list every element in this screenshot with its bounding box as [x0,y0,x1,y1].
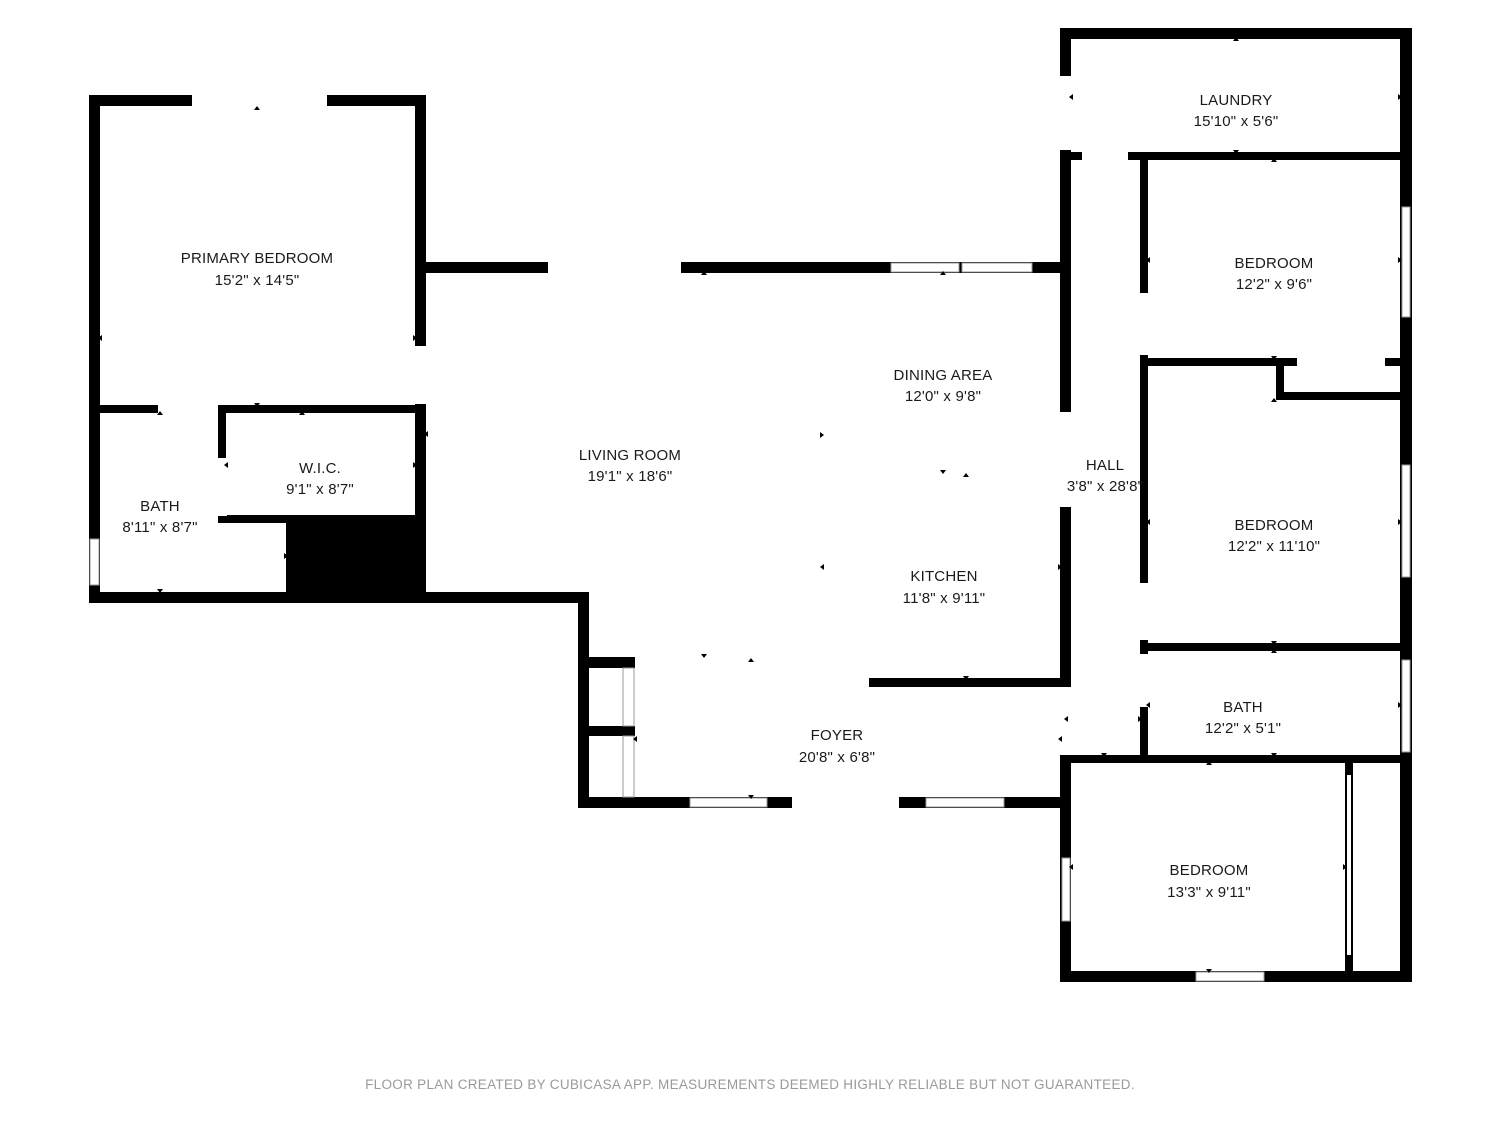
room-dim-hall: 3'8" x 28'8" [1066,478,1144,495]
room-name-bedroom-3: BEDROOM [1169,862,1249,879]
walls-east-wing [1060,28,1412,982]
room-dim-dining-area: 12'0" x 9'8" [904,388,982,405]
room-name-hall: HALL [1085,457,1125,474]
room-dim-bath-primary: 8'11" x 8'7" [122,519,198,536]
room-name-foyer: FOYER [810,727,864,744]
room-name-dining-area: DINING AREA [893,367,993,384]
room-name-wic: W.I.C. [298,460,342,477]
openings-east-wing [1059,76,1411,982]
room-dim-bedroom-1: 12'2" x 9'6" [1235,276,1313,293]
room-dim-laundry: 15'10" x 5'6" [1193,113,1279,130]
room-name-primary-bedroom: PRIMARY BEDROOM [180,250,334,267]
room-dim-primary-bedroom: 15'2" x 14'5" [214,272,300,289]
room-dim-foyer: 20'8" x 6'8" [798,749,876,766]
room-name-bedroom-2: BEDROOM [1234,517,1314,534]
room-name-laundry: LAUNDRY [1199,92,1273,109]
openings-primary-wing [89,94,427,592]
room-name-bedroom-1: BEDROOM [1234,255,1314,272]
room-name-kitchen: KITCHEN [910,568,978,585]
door-markers [98,37,1402,973]
room-name-bath-primary: BATH [140,498,180,515]
room-name-bath-hall: BATH [1223,699,1263,716]
disclaimer-footer: FLOOR PLAN CREATED BY CUBICASA APP. MEAS… [365,1077,1135,1092]
room-dim-bath-hall: 12'2" x 5'1" [1204,720,1282,737]
walls-living-area [415,262,1071,808]
room-dim-living-room: 19'1" x 18'6" [587,468,673,485]
room-dim-bedroom-3: 13'3" x 9'11" [1167,884,1251,901]
room-dim-bedroom-2: 12'2" x 11'10" [1227,538,1321,555]
room-name-living-room: LIVING ROOM [578,447,682,464]
openings-living-area [548,261,1072,809]
room-dim-wic: 9'1" x 8'7" [286,481,354,498]
room-dim-kitchen: 11'8" x 9'11" [902,590,986,607]
